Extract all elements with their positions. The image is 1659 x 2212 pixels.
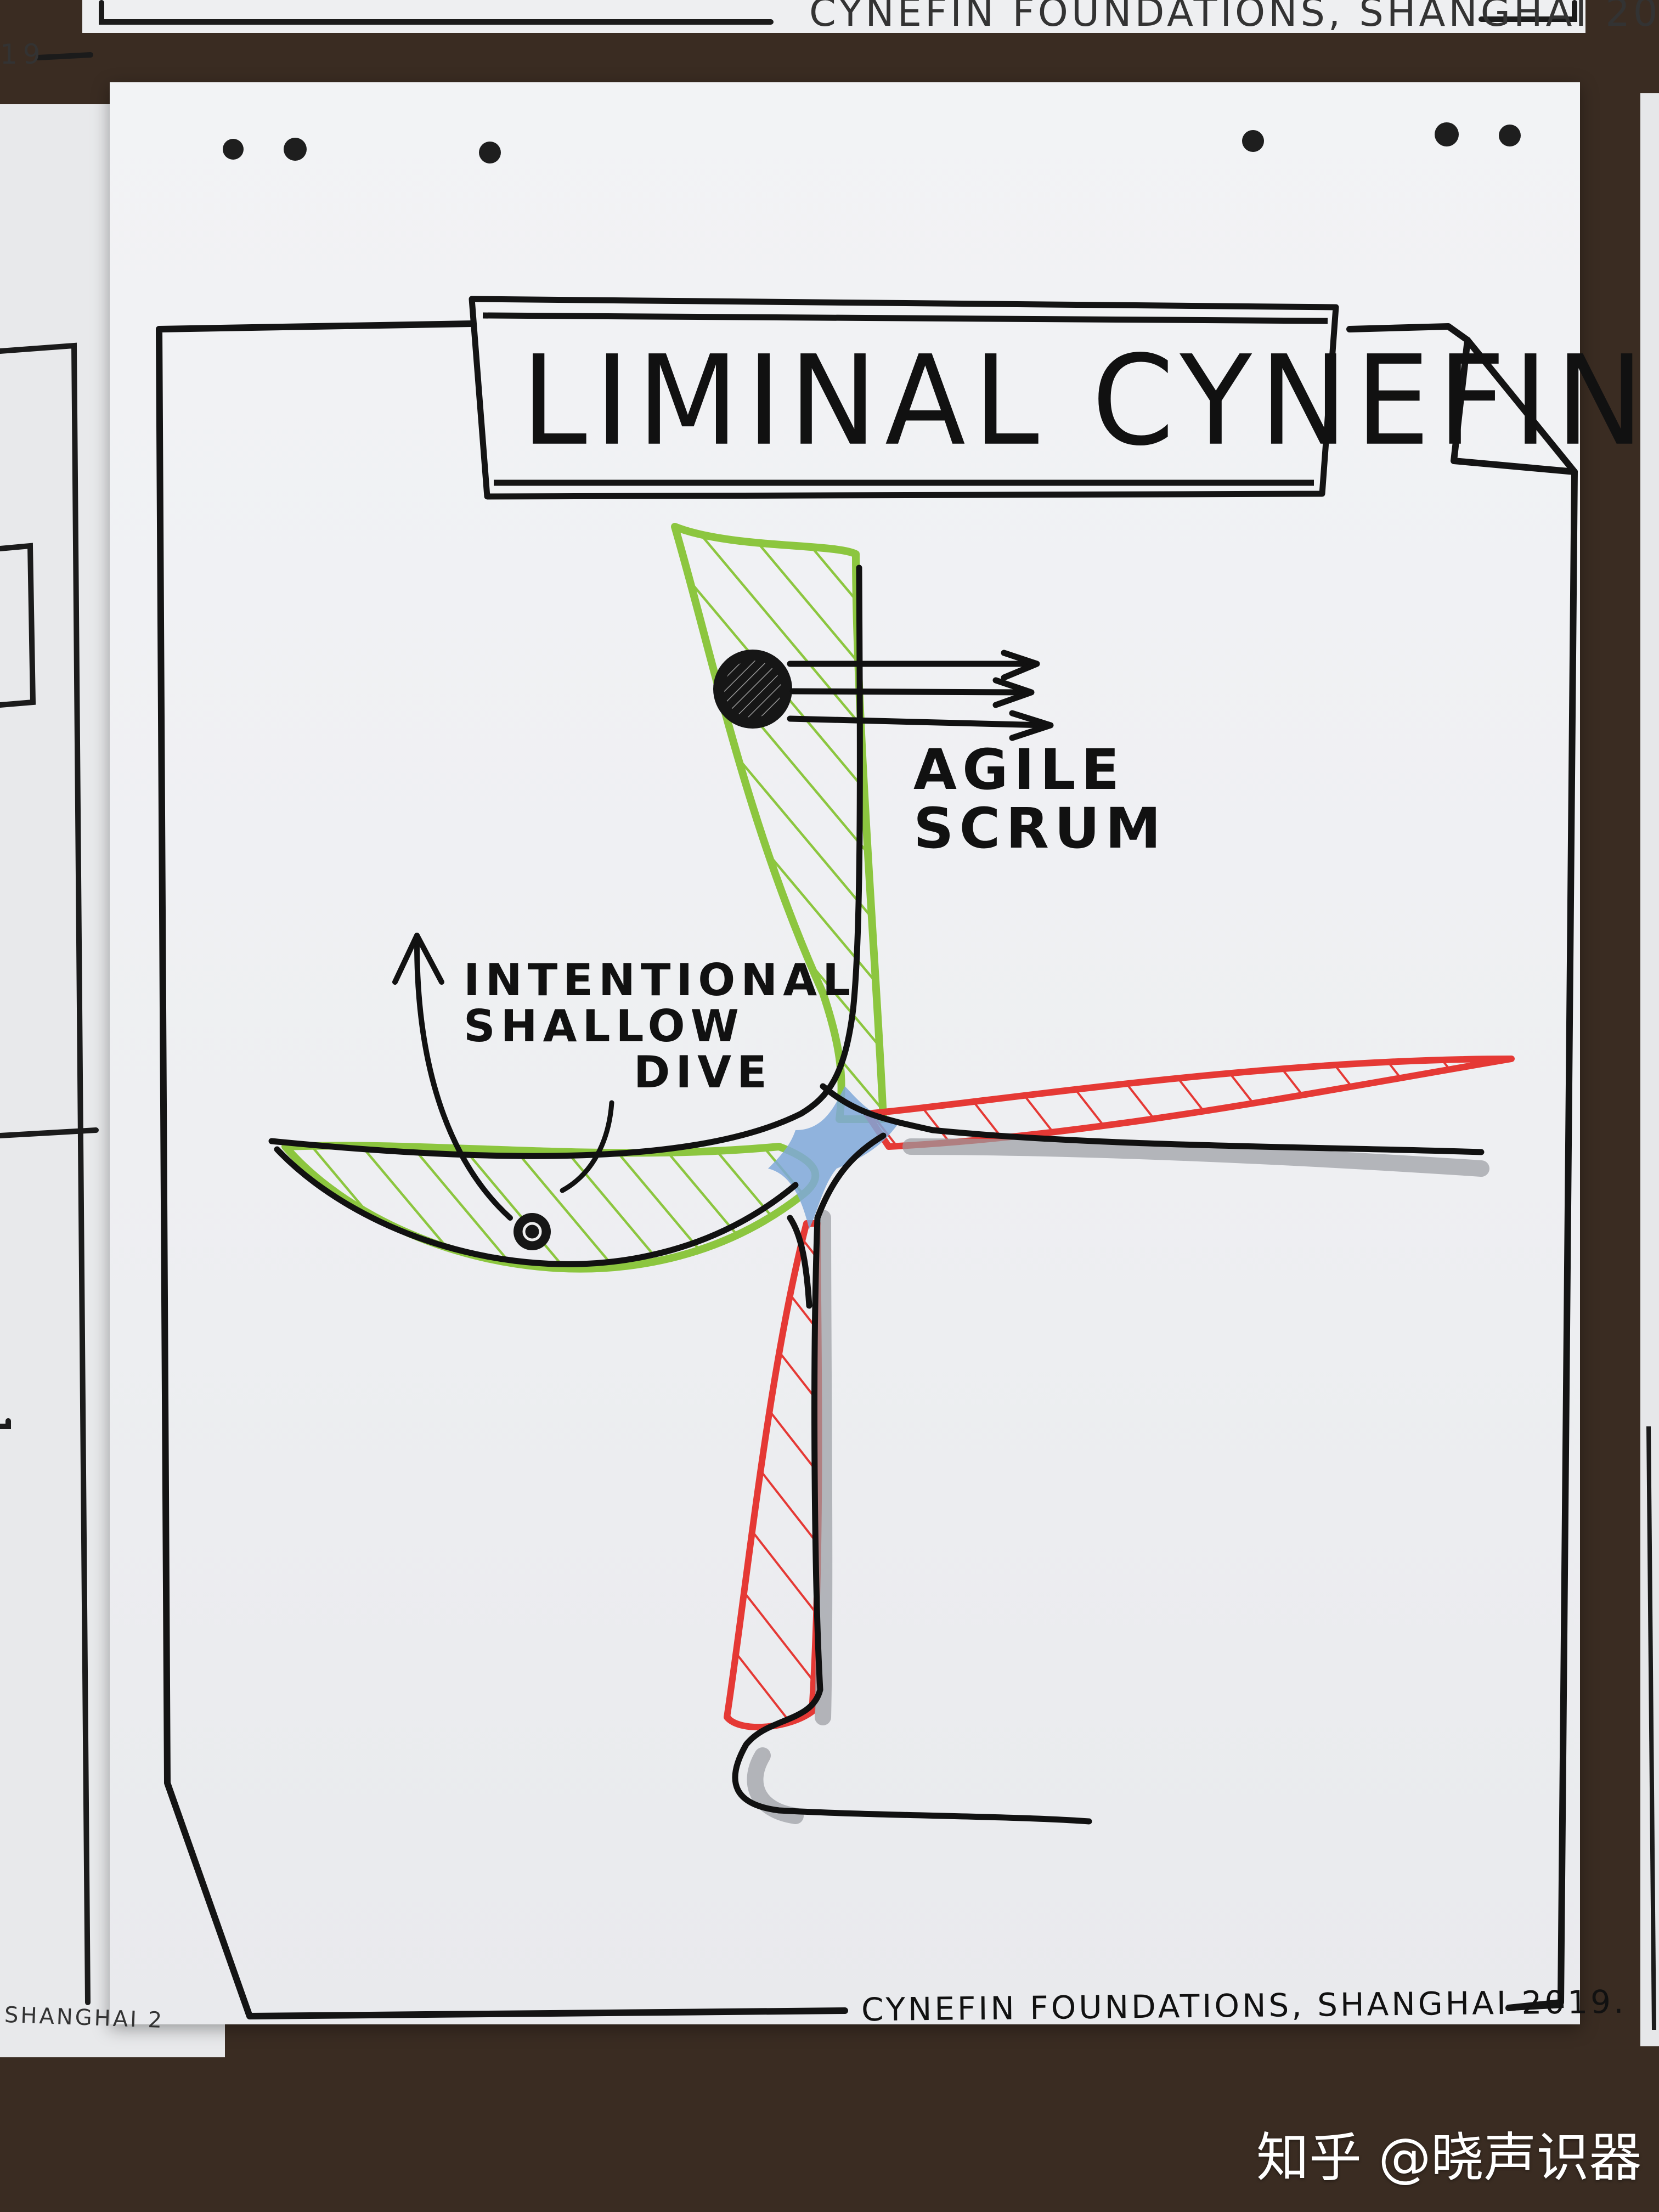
title-box — [469, 296, 1339, 500]
agile-label-line-1: AGILE — [913, 737, 1125, 803]
shallow-dive-label: INTENTIONAL SHALLOW DIVE — [464, 957, 856, 1096]
arrow-up-icon — [392, 933, 513, 1221]
dive-pointer-line — [560, 1100, 614, 1193]
dive-label-line-1: INTENTIONAL — [464, 955, 856, 1006]
right-sheet-edge — [1646, 1426, 1656, 2030]
agile-scrum-label: AGILE SCRUM — [913, 741, 1166, 858]
watermark: 知乎 @晓声识器 — [1256, 2127, 1642, 2188]
agile-label-line-2: SCRUM — [913, 796, 1167, 862]
top-sheet-frame — [99, 0, 1577, 25]
left-sheet-frame — [0, 52, 99, 2005]
footer-underline — [1511, 2002, 1564, 2011]
left-sheet-header: 19 — [0, 38, 46, 70]
dive-label-line-3: DIVE — [634, 1047, 772, 1098]
top-flipchart-sheet — [82, 0, 1585, 33]
liminal-center — [768, 1086, 900, 1229]
arrow-right-icon — [787, 650, 1054, 741]
dive-ball-icon — [514, 1213, 551, 1250]
dive-label-line-2: SHALLOW — [464, 1001, 744, 1052]
binder-holes — [223, 122, 1521, 163]
agile-ball-icon — [713, 650, 792, 729]
ink-boundaries — [268, 565, 1485, 1825]
shadow-strokes — [747, 1138, 1489, 1824]
top-sheet-caption: CYNEFIN FOUNDATIONS, SHANGHAI 2019 — [809, 0, 1659, 35]
page-title: LIMINAL CYNEFIN — [521, 328, 1652, 473]
